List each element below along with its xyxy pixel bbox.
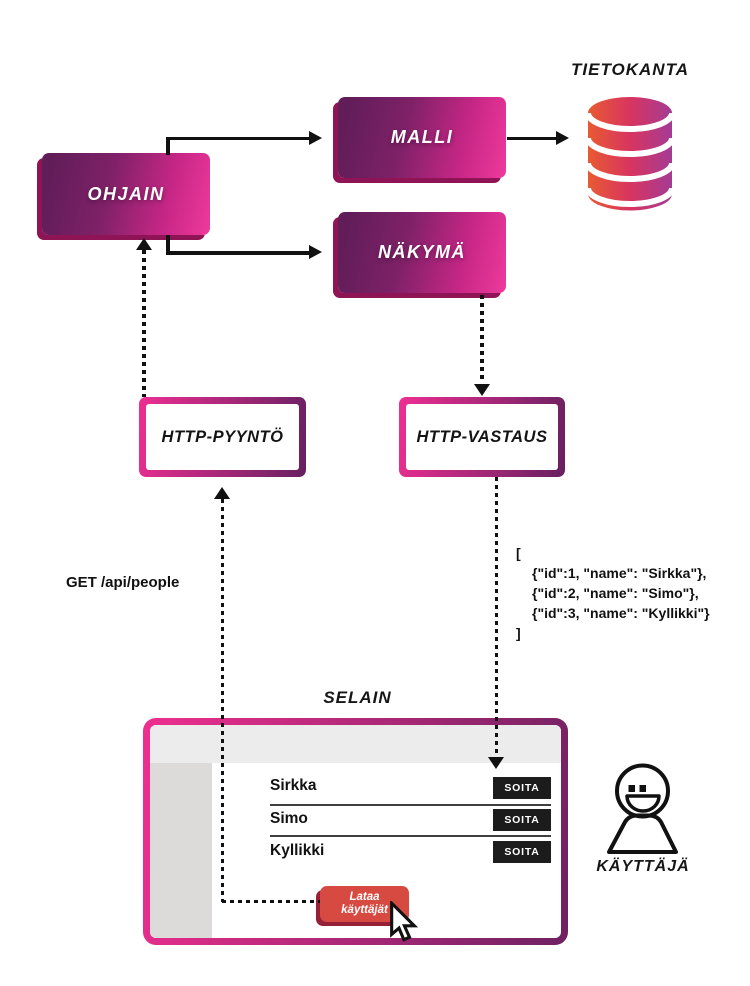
json-line: {"id":3, "name": "Kyllikki"}: [532, 605, 710, 621]
call-button[interactable]: SOITA: [493, 809, 551, 831]
json-line: {"id":2, "name": "Simo"},: [532, 585, 699, 601]
database-label: TIETOKANTA: [571, 60, 689, 79]
model-box: MALLI: [338, 97, 506, 178]
cursor-icon: [386, 899, 420, 950]
controller-to-model-arrowhead: [309, 130, 322, 145]
http-response-box: HTTP-VASTAUS: [399, 397, 565, 477]
call-button[interactable]: SOITA: [493, 841, 551, 863]
json-line: [: [516, 545, 521, 561]
controller-to-view-line-vertical: [166, 235, 170, 253]
view-box-label: NÄKYMÄ: [378, 242, 466, 262]
request-method-text: GET /api/people: [66, 574, 180, 591]
browser-header-bar: [150, 725, 561, 763]
response-to-browser-line: [494, 477, 498, 757]
person-name: Sirkka: [270, 777, 317, 794]
controller-box-label: OHJAIN: [87, 183, 165, 204]
model-to-database-line: [507, 136, 558, 140]
view-to-response-line: [480, 295, 484, 383]
row-divider: [270, 804, 551, 806]
button-to-request-line-vertical: [220, 499, 224, 902]
controller-to-model-line: [166, 136, 310, 140]
response-json-block: [ {"id":1, "name": "Sirkka"}, {"id":2, "…: [516, 543, 710, 643]
browser-sidebar: [150, 763, 212, 938]
button-to-request-line-horizontal: [222, 899, 320, 903]
view-box: NÄKYMÄ: [338, 212, 506, 293]
json-line: ]: [516, 625, 521, 641]
user-icon: [600, 758, 688, 861]
load-users-button-line1: Lataa: [349, 891, 380, 903]
user-label: KÄYTTÄJÄ: [596, 858, 690, 875]
row-divider: [270, 835, 551, 837]
controller-to-model-line-vertical: [166, 138, 170, 155]
model-box-label: MALLI: [390, 127, 454, 147]
http-request-box-label: HTTP-PYYNTÖ: [146, 404, 299, 470]
request-to-controller-line: [142, 250, 146, 397]
model-to-database-arrowhead: [556, 130, 569, 145]
database-icon: [585, 97, 675, 216]
person-name: Simo: [270, 810, 308, 827]
request-to-controller-arrowhead: [136, 238, 152, 250]
person-name: Kyllikki: [270, 842, 325, 859]
load-users-button-line2: käyttäjät: [341, 904, 388, 916]
button-to-request-arrowhead: [214, 487, 230, 499]
browser-label: SELAIN: [323, 688, 392, 707]
call-button[interactable]: SOITA: [493, 777, 551, 799]
controller-to-view-arrowhead: [309, 245, 322, 259]
http-request-box: HTTP-PYYNTÖ: [139, 397, 306, 477]
view-to-response-arrowhead: [473, 384, 490, 396]
http-response-box-label: HTTP-VASTAUS: [406, 404, 558, 470]
browser-window: Sirkka SOITA Simo SOITA Kyllikki SOITA L…: [143, 718, 568, 945]
controller-to-view-line: [166, 251, 310, 255]
response-to-browser-arrowhead: [488, 757, 504, 769]
json-line: {"id":1, "name": "Sirkka"},: [532, 565, 707, 581]
controller-box: OHJAIN: [42, 153, 210, 235]
